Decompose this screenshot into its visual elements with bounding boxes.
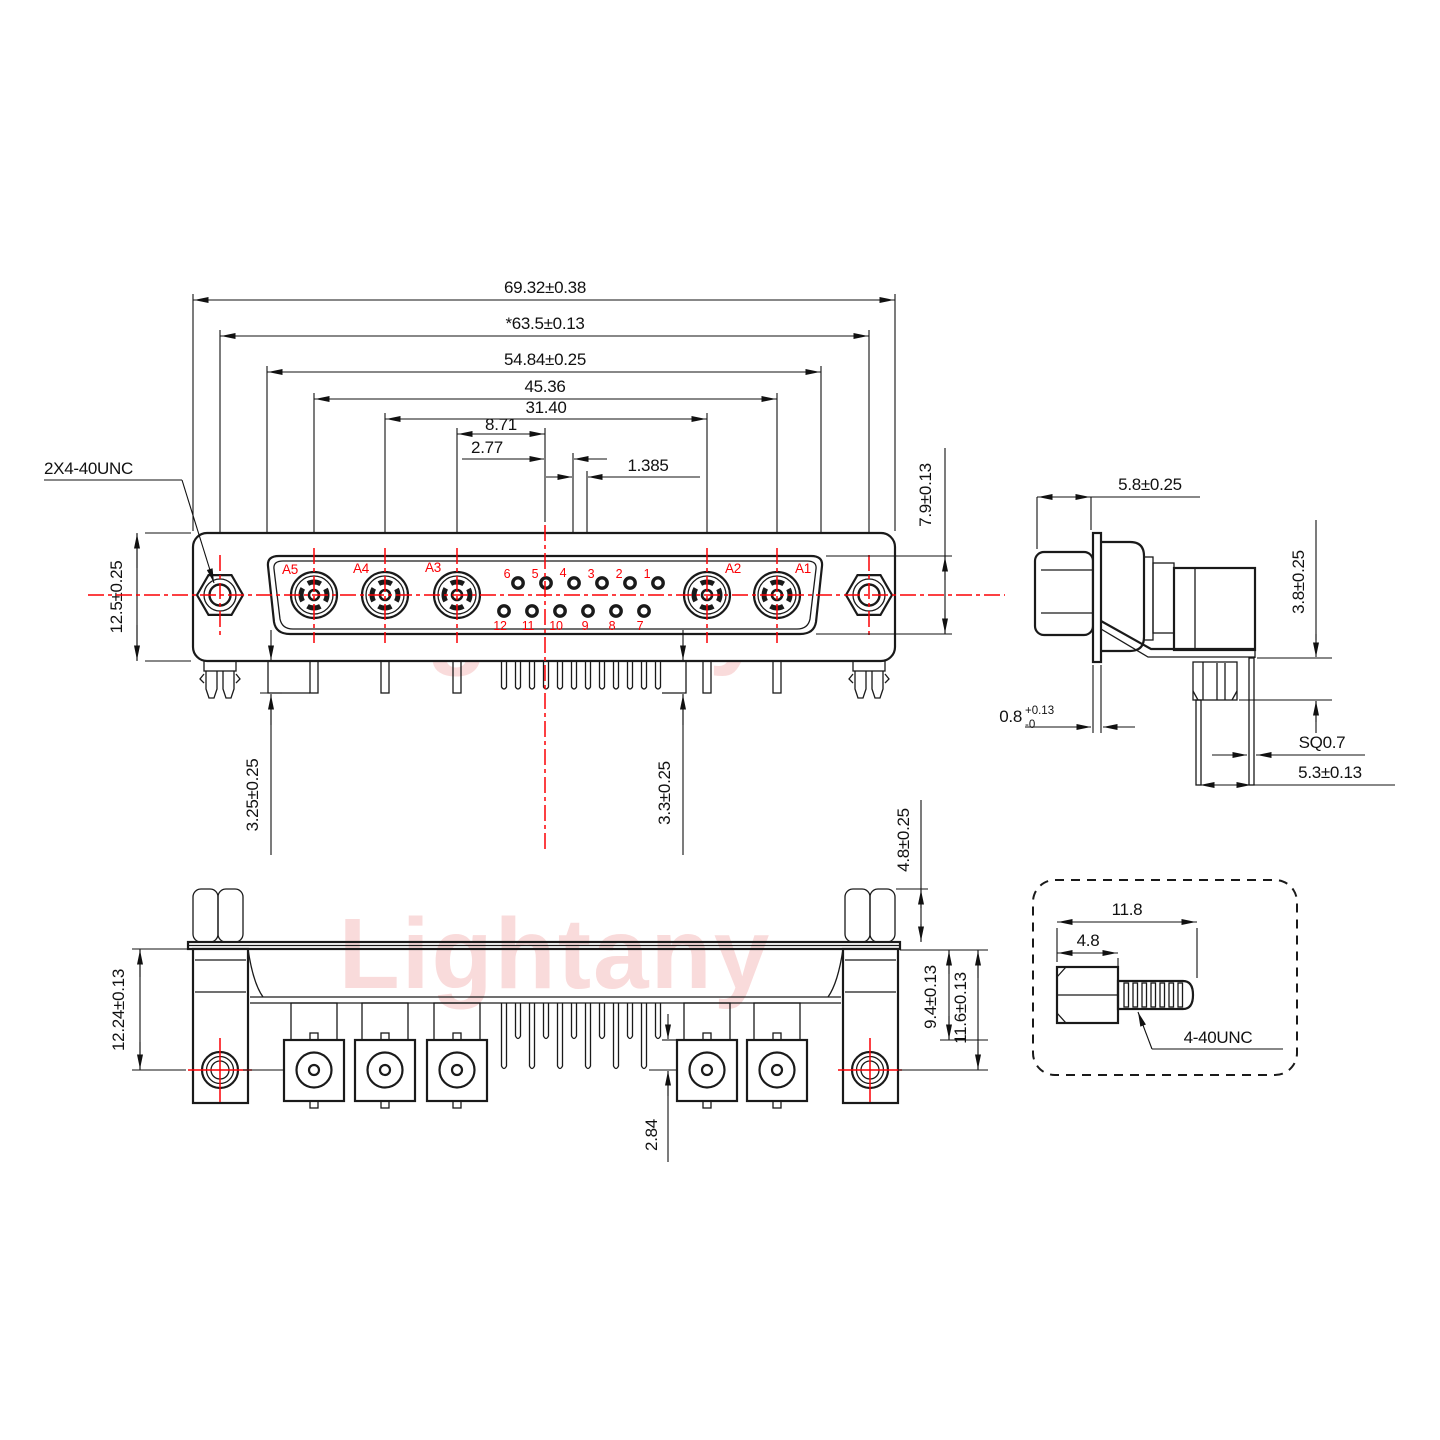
pin-num-12: 12 — [493, 619, 507, 633]
dim-overall-width: 69.32±0.38 — [504, 278, 586, 297]
dim-flange-thickness: 0.8 — [999, 707, 1022, 726]
jack-screw-head-side — [1033, 550, 1095, 637]
screw-detail: 11.8 4.8 4-40UNC — [1032, 879, 1298, 1076]
dim-tail-right: 3.3±0.25 — [655, 761, 674, 825]
dim-pin-stagger: 1.385 — [627, 456, 668, 475]
dimension-lines — [193, 297, 895, 480]
dim-a3-center: 8.71 — [485, 415, 517, 434]
board-lock-side — [1192, 661, 1238, 701]
pin-num-8: 8 — [609, 619, 616, 633]
pin-num-11: 11 — [522, 619, 535, 633]
board-lock-right — [848, 660, 890, 699]
rear-body-side — [1172, 566, 1257, 652]
label-a5: A5 — [282, 562, 298, 577]
label-a2: A2 — [725, 561, 741, 576]
solder-pin-left-side — [1195, 699, 1202, 786]
dim-pin-row-offset: 2.84 — [642, 1119, 661, 1151]
dim-flange-tol-minus: -0 — [1025, 719, 1035, 731]
dim-center-depth: 11.6±0.13 — [951, 972, 970, 1044]
dim-screw-head-length: 4.8 — [1077, 931, 1100, 950]
pin-num-6: 6 — [504, 567, 511, 581]
detail-box — [1032, 879, 1298, 1076]
label-a3: A3 — [425, 560, 441, 575]
dim-head-to-flange-group: 5.8±0.25 — [1036, 475, 1200, 549]
bottom-view: 2.84 9.4±0.13 11.6±0.13 4.8±0.25 — [109, 800, 988, 1162]
signal-tails-bottom — [500, 1003, 662, 1070]
coax-body-a5 — [282, 1001, 346, 1110]
dim-flange-tol-plus: +0.13 — [1025, 705, 1054, 717]
flange-side — [1091, 531, 1103, 664]
coax-body-a2 — [675, 1001, 739, 1110]
d-face-outer — [266, 554, 824, 636]
dim-shell-height: 12.5±0.25 — [107, 561, 126, 634]
dim-pin-pitch: 2.77 — [471, 438, 503, 457]
dim-face-width: 54.84±0.25 — [504, 350, 586, 369]
label-a4: A4 — [353, 561, 370, 576]
pin-num-7: 7 — [637, 619, 644, 633]
extension-lines — [192, 294, 896, 605]
dim-shell-height-group: 12.5±0.25 — [107, 532, 191, 662]
label-a1: A1 — [795, 561, 811, 576]
jack-screw-bottom-right — [844, 888, 896, 943]
thumbscrew — [1055, 965, 1195, 1025]
screw-thread-callout: 4-40UNC — [1137, 1011, 1283, 1050]
dim-tail-left: 3.25±0.25 — [243, 759, 262, 832]
dim-pin-spacing: 5.3±0.13 — [1298, 763, 1362, 782]
signal-pin-tails — [500, 661, 662, 690]
coax-body-a1 — [745, 1001, 809, 1110]
dim-pin-spacing-group: 5.3±0.13 — [1198, 763, 1395, 788]
dim-tails-group: 3.25±0.25 3.3±0.25 — [243, 630, 686, 855]
board-lock-left — [199, 660, 241, 699]
coax-body-a4 — [353, 1001, 417, 1110]
screw-thread-label: 4-40UNC — [1184, 1028, 1253, 1047]
coax-legs — [267, 660, 782, 694]
dim-mount-spacing: *63.5±0.13 — [505, 314, 584, 333]
dim-screw-height: 4.8±0.25 — [894, 808, 913, 872]
dim-overall-height: 12.24±0.13 — [109, 969, 128, 1051]
dim-face-height-group: 7.9±0.13 — [816, 448, 952, 635]
dim-depths-group: 9.4±0.13 11.6±0.13 — [898, 949, 988, 1071]
dim-screw-total-length: 11.8 — [1112, 900, 1143, 919]
thread-callout: 2X4-40UNC — [44, 459, 215, 584]
watermark-text-bottom: Lightany — [339, 898, 772, 1010]
dim-standoff-group: 3.8±0.25 — [1239, 520, 1332, 733]
dim-flange-thickness-group: 0.8 +0.13 -0 — [999, 665, 1135, 733]
dim-overall-height-group: 12.24±0.13 — [109, 948, 190, 1071]
dim-a5-a1: 45.36 — [524, 377, 565, 396]
front-view: 69.32±0.38 *63.5±0.13 54.84±0.25 45.36 3… — [44, 278, 1005, 855]
dim-pin-square: SQ0.7 — [1299, 733, 1346, 752]
pin-num-4: 4 — [560, 566, 567, 580]
shroud-side — [1101, 540, 1146, 653]
dim-a4-a2: 31.40 — [525, 398, 566, 417]
dim-screw-height-group: 4.8±0.25 — [894, 800, 928, 942]
dim-body-depth: 9.4±0.13 — [921, 965, 940, 1029]
pin-num-9: 9 — [582, 619, 589, 633]
thread-label: 2X4-40UNC — [44, 459, 133, 478]
dim-standoff: 3.8±0.25 — [1289, 550, 1308, 614]
side-view: 5.8±0.25 3.8±0.25 0.8 +0.13 -0 SQ0 — [999, 475, 1395, 788]
pin-num-2: 2 — [616, 567, 623, 581]
pin-num-5: 5 — [532, 567, 539, 581]
jack-screw-bottom-left — [192, 888, 244, 943]
pin-num-1: 1 — [644, 567, 651, 581]
dim-pin-square-group: SQ0.7 — [1212, 733, 1365, 758]
dim-face-height: 7.9±0.13 — [916, 463, 935, 527]
coax-body-a3 — [425, 1001, 489, 1110]
pin-num-3: 3 — [588, 567, 595, 581]
pin-numbers: 6 5 4 3 2 1 12 11 10 9 8 7 — [493, 566, 651, 633]
solder-pin-right-side — [1248, 657, 1255, 786]
d-face-inner — [273, 560, 817, 630]
dim-pin-row-offset-group: 2.84 — [642, 1014, 676, 1162]
bracket-side — [1100, 620, 1255, 651]
pin-num-10: 10 — [549, 619, 563, 633]
dim-head-to-flange: 5.8±0.25 — [1118, 475, 1182, 494]
